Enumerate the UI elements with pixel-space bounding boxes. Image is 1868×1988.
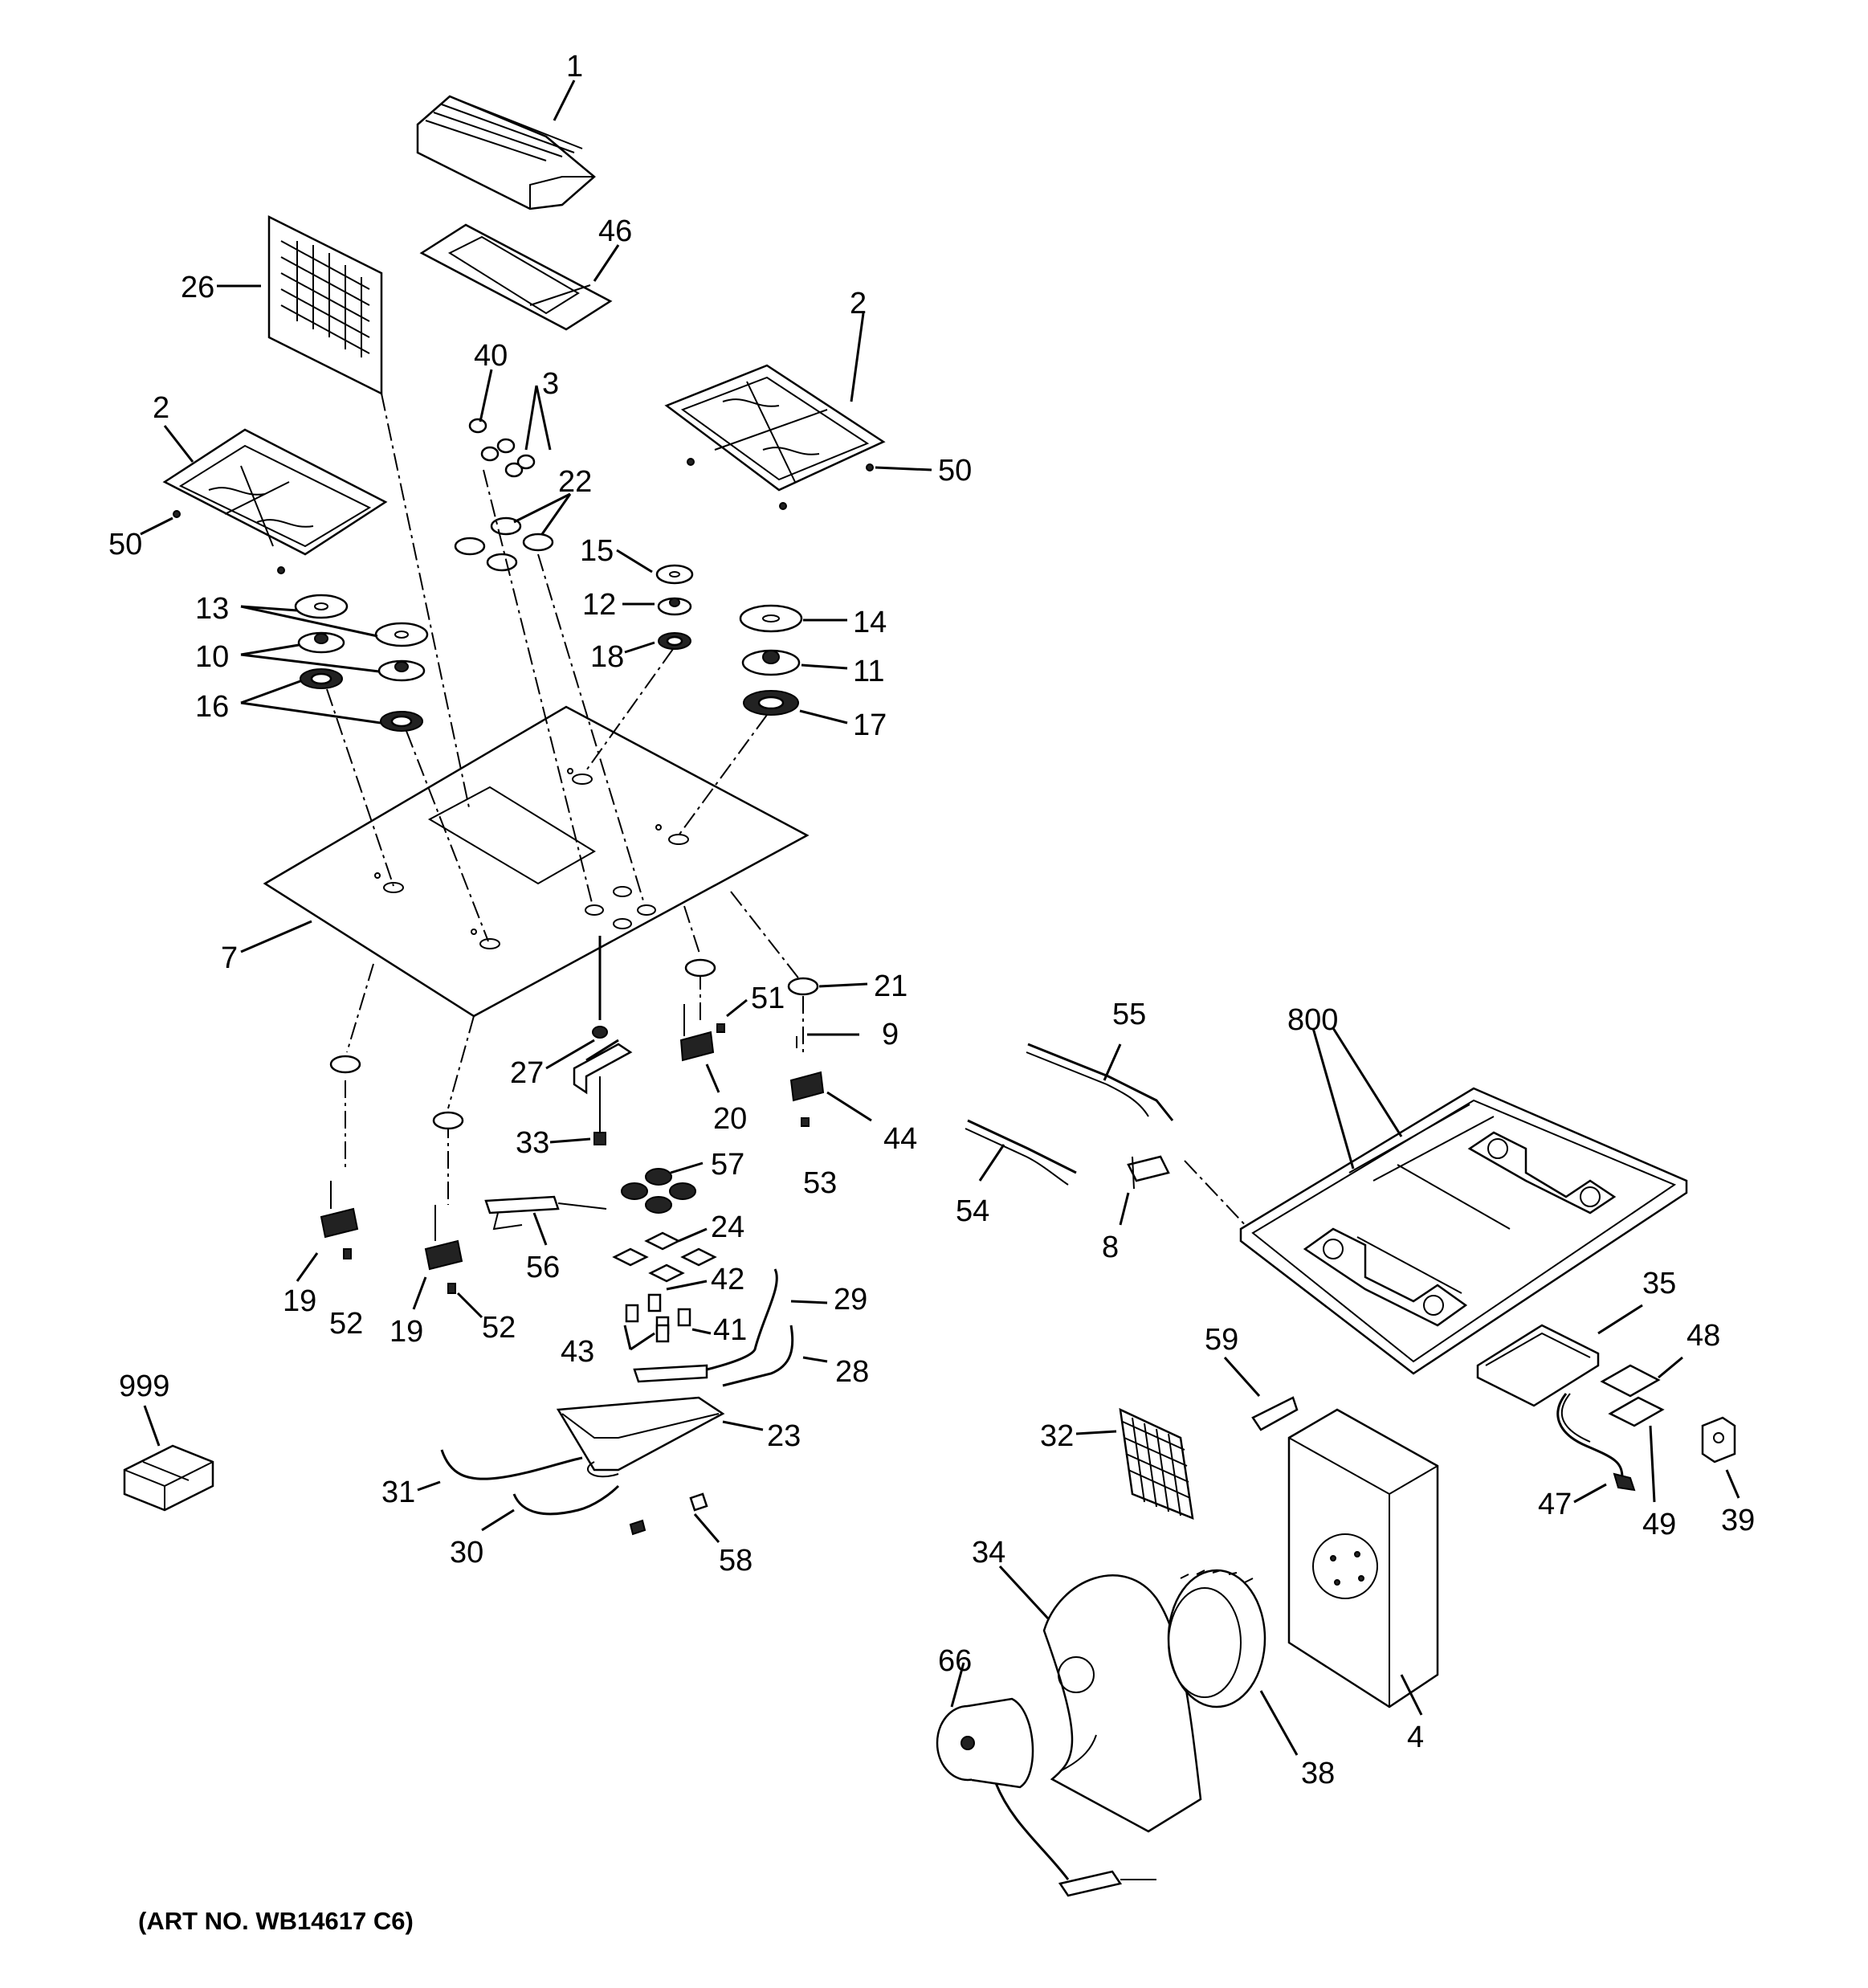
part-38-wheel bbox=[1167, 1569, 1299, 1756]
callout-28: 28 bbox=[835, 1355, 869, 1389]
callout-47: 47 bbox=[1538, 1488, 1572, 1521]
callout-3: 3 bbox=[542, 367, 559, 401]
part-59-bracket bbox=[1223, 1356, 1299, 1431]
callout-43: 43 bbox=[561, 1335, 594, 1369]
callout-58: 58 bbox=[719, 1544, 753, 1578]
callout-48: 48 bbox=[1687, 1319, 1720, 1353]
callout-39: 39 bbox=[1721, 1504, 1755, 1537]
part-46-filter-tray bbox=[419, 223, 620, 331]
callout-labels: 1 46 26 2 2 40 3 50 50 22 15 12 18 13 10… bbox=[108, 50, 1755, 1790]
part-41-42-43-insulators bbox=[623, 1280, 712, 1351]
callout-24: 24 bbox=[711, 1210, 744, 1244]
callout-35: 35 bbox=[1642, 1267, 1676, 1300]
callout-66: 66 bbox=[938, 1644, 972, 1678]
callout-30: 30 bbox=[450, 1536, 483, 1570]
callout-9: 9 bbox=[882, 1018, 899, 1051]
callout-59: 59 bbox=[1205, 1323, 1238, 1357]
part-27-33-bracket bbox=[545, 1026, 633, 1145]
callout-26: 26 bbox=[181, 271, 214, 304]
part-800-burner-box bbox=[1239, 1027, 1688, 1375]
callout-11: 11 bbox=[853, 655, 884, 688]
part-24-feet bbox=[612, 1227, 717, 1283]
part-34-scroll bbox=[998, 1565, 1202, 1833]
part-2-right-grate bbox=[664, 312, 932, 510]
callout-44: 44 bbox=[883, 1122, 917, 1156]
part-56-spark-module bbox=[484, 1195, 607, 1246]
part-48-49-plates bbox=[1600, 1356, 1683, 1503]
part-21-rings-and-valves bbox=[296, 958, 872, 1319]
callout-20: 20 bbox=[713, 1102, 747, 1136]
callout-55: 55 bbox=[1112, 998, 1146, 1031]
part-66-motor bbox=[936, 1662, 1156, 1897]
part-35-tray bbox=[1476, 1304, 1643, 1407]
callout-57: 57 bbox=[711, 1148, 744, 1182]
part-47-power-cord bbox=[1556, 1393, 1636, 1504]
part-15-12-18-burner-center bbox=[616, 549, 694, 654]
callout-29: 29 bbox=[834, 1283, 867, 1316]
callout-51: 51 bbox=[751, 982, 785, 1015]
callout-23: 23 bbox=[767, 1419, 801, 1453]
callout-41: 41 bbox=[713, 1313, 747, 1347]
callout-14: 14 bbox=[853, 606, 887, 639]
callout-50-right: 50 bbox=[938, 454, 972, 488]
callout-53: 53 bbox=[803, 1166, 837, 1200]
callout-12: 12 bbox=[582, 588, 616, 622]
callout-38: 38 bbox=[1301, 1757, 1335, 1790]
part-55-54-harness bbox=[965, 1043, 1174, 1186]
callout-4: 4 bbox=[1407, 1721, 1424, 1754]
part-22-bezels bbox=[454, 492, 572, 572]
part-26-grid-panel bbox=[217, 214, 383, 396]
callout-31: 31 bbox=[381, 1476, 415, 1509]
part-39-switch bbox=[1701, 1416, 1740, 1499]
callout-10: 10 bbox=[195, 640, 229, 674]
callout-19-left: 19 bbox=[283, 1284, 316, 1318]
callout-52-left: 52 bbox=[329, 1307, 363, 1341]
callout-8: 8 bbox=[1102, 1231, 1119, 1264]
callout-54: 54 bbox=[956, 1194, 989, 1228]
callout-46: 46 bbox=[598, 214, 632, 248]
callout-56: 56 bbox=[526, 1251, 560, 1284]
callout-2-left: 2 bbox=[153, 391, 169, 425]
callout-13: 13 bbox=[195, 592, 229, 626]
callout-40: 40 bbox=[474, 339, 508, 373]
callout-22: 22 bbox=[558, 465, 592, 499]
callout-33: 33 bbox=[516, 1126, 549, 1160]
part-32-grille bbox=[1075, 1407, 1194, 1520]
part-13-10-16-burners-left bbox=[240, 594, 429, 732]
part-7-cooktop-plate bbox=[240, 705, 810, 1018]
callout-21: 21 bbox=[874, 970, 907, 1003]
callout-800: 800 bbox=[1287, 1003, 1338, 1037]
callout-50-left: 50 bbox=[108, 528, 142, 561]
callout-42: 42 bbox=[711, 1263, 744, 1296]
callout-27: 27 bbox=[510, 1056, 544, 1090]
callout-32: 32 bbox=[1040, 1419, 1074, 1453]
callout-34: 34 bbox=[972, 1536, 1005, 1570]
callout-16: 16 bbox=[195, 690, 229, 724]
callout-52-right: 52 bbox=[482, 1311, 516, 1345]
callout-18: 18 bbox=[590, 640, 624, 674]
alignment-lines bbox=[326, 393, 1250, 1230]
callout-1: 1 bbox=[566, 50, 583, 84]
art-number: (ART NO. WB14617 C6) bbox=[138, 1907, 414, 1935]
part-2-left-grate bbox=[140, 425, 388, 574]
callout-49: 49 bbox=[1642, 1508, 1676, 1541]
part-1-grille-cap bbox=[416, 80, 596, 210]
callout-7: 7 bbox=[221, 941, 238, 975]
callout-17: 17 bbox=[853, 708, 887, 742]
part-14-11-17-burner-right bbox=[739, 604, 848, 725]
part-999-box bbox=[123, 1405, 214, 1512]
callout-19-right: 19 bbox=[390, 1315, 423, 1349]
callout-15: 15 bbox=[580, 534, 614, 568]
part-23-manifold bbox=[417, 1268, 828, 1543]
callout-999: 999 bbox=[119, 1370, 169, 1403]
callout-2-right: 2 bbox=[850, 287, 867, 320]
part-8-bracket bbox=[1119, 1155, 1170, 1226]
part-4-blower-housing bbox=[1287, 1408, 1439, 1716]
part-3-knobs bbox=[468, 369, 552, 478]
part-57-grommets bbox=[621, 1161, 704, 1214]
